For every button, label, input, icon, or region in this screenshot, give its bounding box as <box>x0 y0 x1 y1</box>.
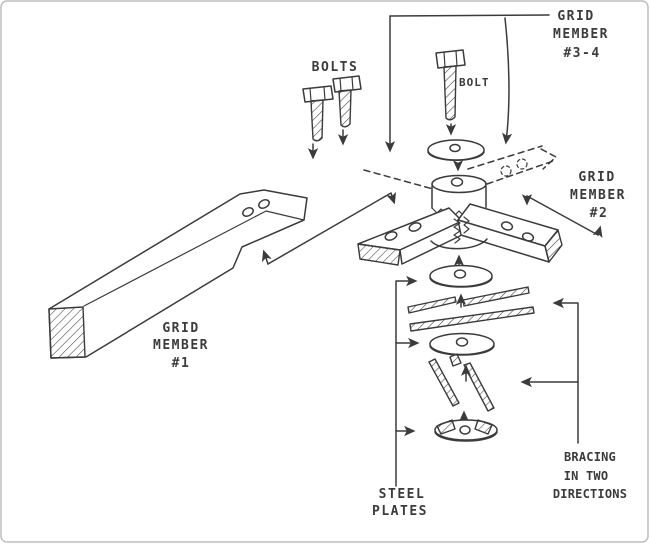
hex-bolt-icon <box>302 85 334 142</box>
label-bolts: BOLTS <box>312 60 359 75</box>
label-grid-member-2-line1: GRID <box>578 170 615 185</box>
leader-steel-plates: STEEL PLATES <box>372 275 428 519</box>
bolt-hole <box>384 231 398 241</box>
label-bracing-line2: IN TWO <box>564 469 609 483</box>
steel-plate-1 <box>429 264 493 288</box>
bolt-hole <box>516 158 528 170</box>
washer <box>427 139 485 172</box>
hub-break-marks <box>453 216 470 244</box>
label-grid-member-1-line1: GRID <box>162 321 199 336</box>
bracing-rods-upper <box>407 286 535 332</box>
label-grid-member-3-4-line1: GRID <box>557 9 594 24</box>
bolt-hole <box>521 232 535 242</box>
bolt-hole <box>500 221 514 231</box>
bracing-rods-diagonal <box>428 353 495 412</box>
steel-plate-2 <box>429 332 495 356</box>
bolt-hole <box>449 143 461 153</box>
grid-member-1-beam: GRID MEMBER #1 <box>48 189 308 371</box>
bolt-hole <box>455 337 469 347</box>
bolt-hole <box>450 177 464 187</box>
dashed-arrowhead <box>540 148 557 170</box>
leader-grid-member-3-4: GRID MEMBER #3-4 <box>384 9 609 153</box>
leader-grid-member-2: GRID MEMBER #2 <box>521 170 626 238</box>
bolt-hole <box>500 165 512 177</box>
bolts-pair: BOLTS <box>302 60 362 160</box>
label-bracing-line3: DIRECTIONS <box>553 487 627 501</box>
steel-plate-3 <box>434 419 498 442</box>
hub-connector <box>431 174 487 217</box>
leader-beam-to-joint <box>261 191 397 265</box>
leader-bracing: BRACING IN TWO DIRECTIONS <box>520 297 627 501</box>
hex-bolt-icon <box>332 75 362 128</box>
hex-bolt-icon <box>435 49 466 121</box>
hidden-member-dashed-line <box>363 169 434 190</box>
bolt-hole <box>408 222 422 232</box>
central-bolt: BOLT <box>435 49 490 136</box>
bolt-hole <box>459 425 471 435</box>
label-grid-member-1-line2: MEMBER <box>153 338 209 353</box>
hub-bottom-plate-arc <box>430 238 488 250</box>
bolt-hole <box>242 207 254 217</box>
hidden-member-dashed <box>467 145 557 185</box>
label-grid-member-3-4-line3: #3-4 <box>563 46 600 61</box>
joint-arm-right-member-2 <box>457 203 563 263</box>
label-bolt: BOLT <box>459 76 490 89</box>
bolt-hole <box>258 199 270 209</box>
label-grid-member-2-line3: #2 <box>590 206 609 221</box>
label-bracing-line1: BRACING <box>564 450 616 464</box>
label-grid-member-2-line2: MEMBER <box>570 188 626 203</box>
label-steel-plates-line2: PLATES <box>372 504 428 519</box>
label-grid-member-3-4-line2: MEMBER <box>553 27 609 42</box>
bolt-hole <box>453 269 467 279</box>
label-grid-member-1-line3: #1 <box>172 356 191 371</box>
label-steel-plates-line1: STEEL <box>379 487 426 502</box>
